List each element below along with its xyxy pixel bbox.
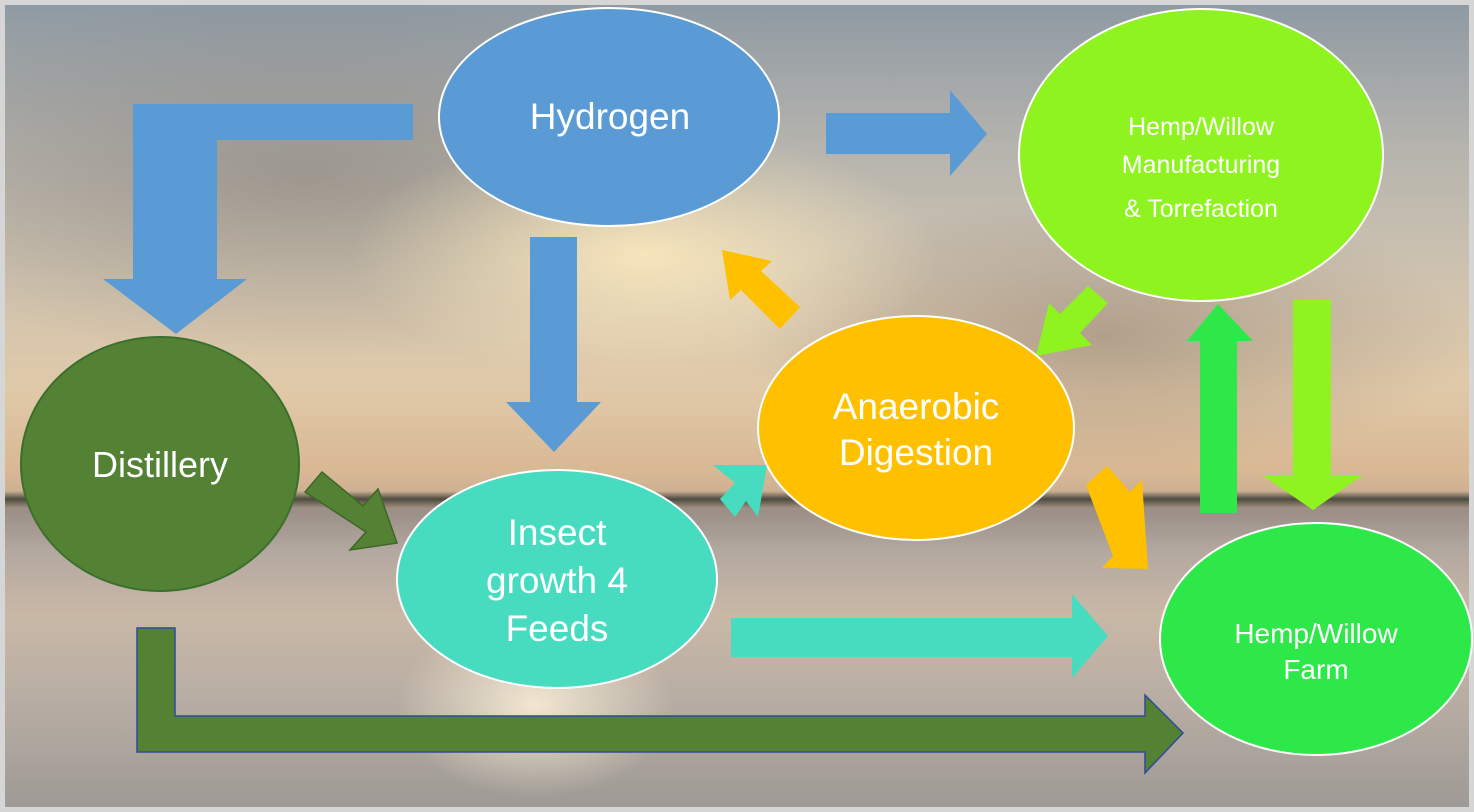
arrow-hydrogen-to-manufacturing [826, 90, 987, 176]
node-hemp-farm [1159, 522, 1473, 756]
arrow-anaerobic-to-farm [1086, 466, 1148, 569]
arrow-distillery-to-farm [136, 627, 1185, 775]
hemp-manufacturing-line2: Manufacturing [1121, 151, 1281, 179]
arrow-anaerobic-to-hydrogen [722, 250, 800, 329]
arrow-manufacturing-to-anaerobic [1036, 286, 1108, 356]
hemp-farm-line2: Farm [1283, 654, 1349, 685]
hemp-manufacturing-line3: & Torrefaction [1124, 195, 1278, 223]
hemp-farm-line1: Hemp/Willow [1234, 618, 1398, 649]
insect-line2: growth 4 [486, 560, 628, 601]
node-insect-growth [396, 469, 718, 689]
anaerobic-line2: Digestion [838, 432, 994, 473]
distillery-label: Distillery [40, 430, 280, 500]
node-hydrogen [438, 7, 780, 227]
distillery-text: Distillery [91, 444, 228, 485]
arrow-farm-to-manufacturing [1187, 304, 1253, 513]
arrow-distillery-to-insect [303, 470, 399, 552]
hemp-farm-label: Hemp/Willow Farm [1176, 612, 1456, 692]
anaerobic-line1: Anaerobic [832, 386, 1000, 427]
hemp-manufacturing-line1: Hemp/Willow [1128, 113, 1274, 141]
arrow-insect-to-anaerobic [713, 465, 767, 517]
node-distillery [20, 336, 300, 592]
arrow-hydrogen-to-insect [506, 237, 601, 452]
insect-line1: Insect [507, 512, 607, 553]
hydrogen-text: Hydrogen [529, 96, 691, 137]
hemp-manufacturing-label: Hemp/Willow Manufacturing & Torrefaction [1050, 98, 1352, 238]
anaerobic-label: Anaerobic Digestion [776, 380, 1056, 480]
node-anaerobic-digestion [757, 315, 1075, 541]
node-hemp-manufacturing [1018, 8, 1384, 302]
hydrogen-label: Hydrogen [470, 82, 750, 152]
arrow-manufacturing-to-farm [1262, 300, 1363, 510]
arrow-insect-to-farm [731, 594, 1108, 678]
insect-growth-label: Insect growth 4 Feeds [432, 506, 682, 656]
insect-line3: Feeds [505, 608, 609, 649]
arrow-hydrogen-to-distillery [103, 104, 413, 334]
